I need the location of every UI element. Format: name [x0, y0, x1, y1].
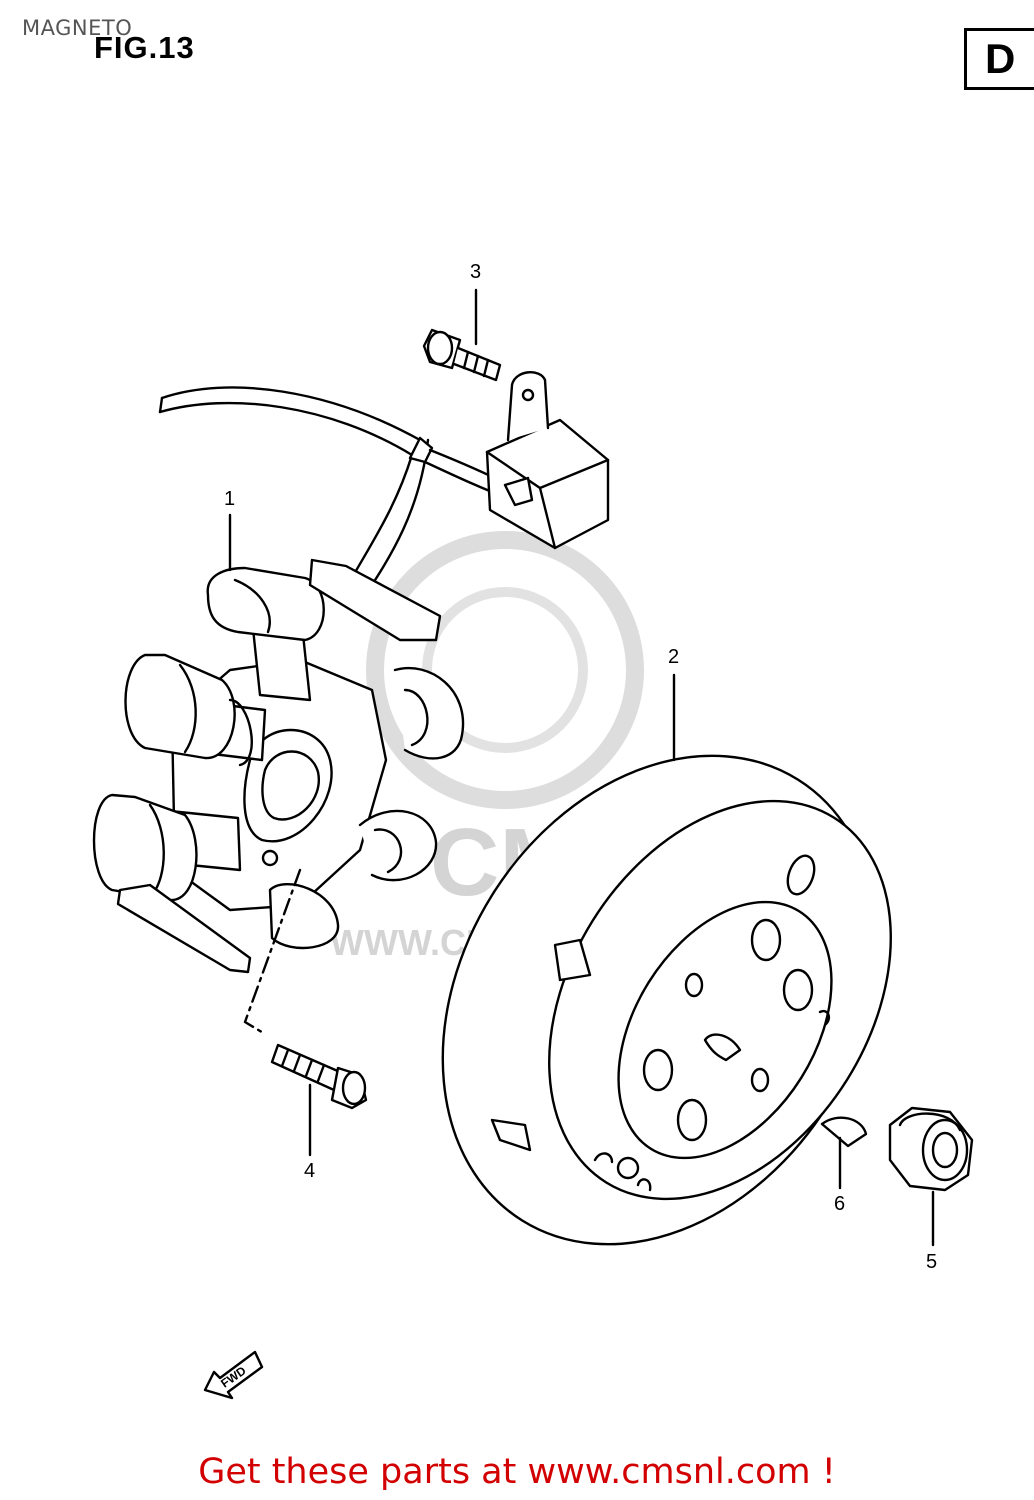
flywheel-rotor: [441, 754, 892, 1246]
footer-link-text[interactable]: Get these parts at www.cmsnl.com !: [198, 1452, 836, 1492]
callout-3: 3: [470, 261, 481, 283]
screw-3: [422, 328, 502, 382]
diagram-caption: MAGNETO: [22, 16, 133, 40]
wire-harness: [158, 386, 517, 602]
figure-number: FIG.13: [94, 30, 195, 65]
fwd-arrow-icon: [203, 1350, 264, 1400]
callout-5: 5: [926, 1251, 937, 1273]
stator-assembly: [92, 558, 465, 974]
callout-6: 6: [834, 1193, 845, 1215]
alignment-line: [243, 868, 302, 1036]
leader-lines: [228, 288, 935, 1247]
screw-4: [270, 1043, 368, 1110]
woodruff-key-6: [820, 1116, 868, 1148]
pickup-coil: [485, 371, 610, 550]
nut-5: [888, 1106, 974, 1192]
section-badge: D: [964, 28, 1034, 90]
callout-1: 1: [224, 488, 235, 510]
callout-4: 4: [304, 1160, 315, 1182]
callout-2: 2: [668, 646, 679, 668]
